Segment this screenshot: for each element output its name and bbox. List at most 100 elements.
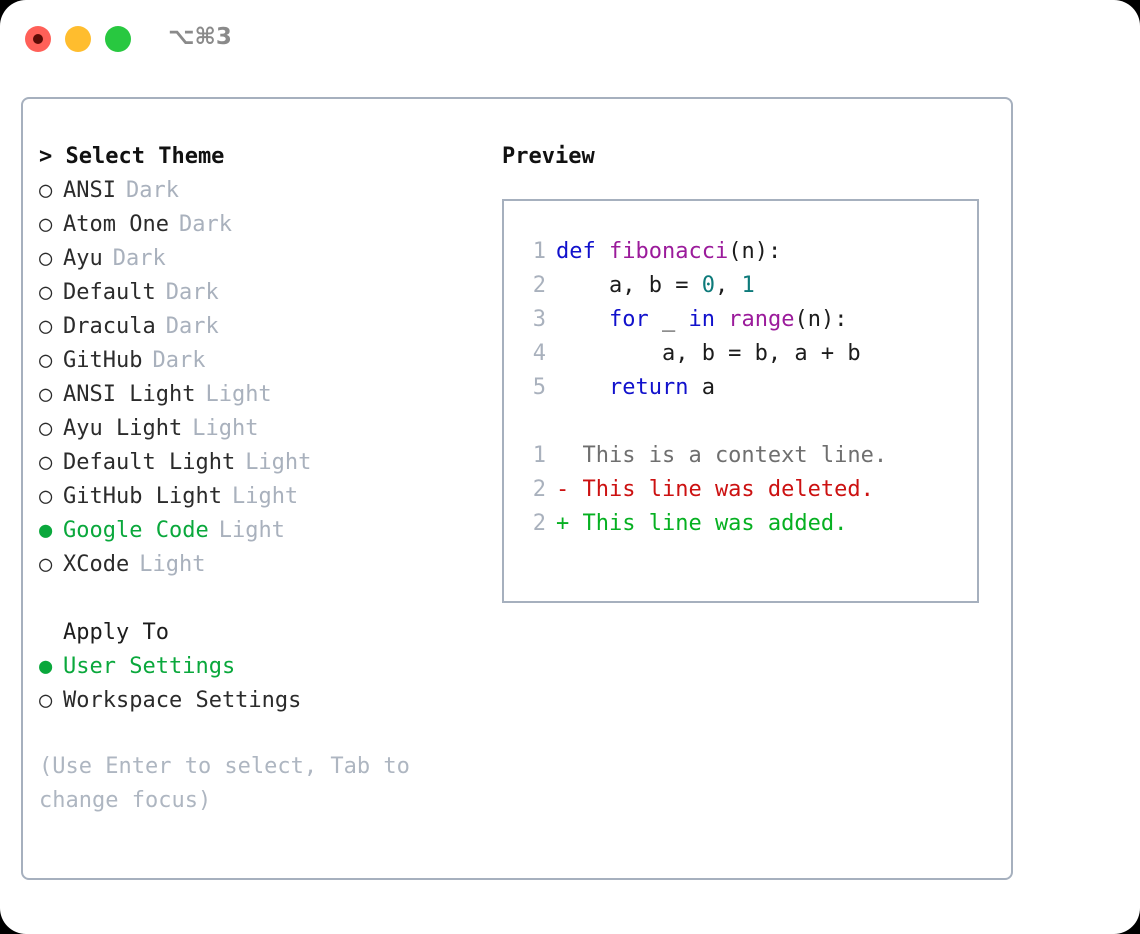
- theme-list-item[interactable]: ○ Ayu Light Light: [39, 412, 469, 446]
- theme-name: ANSI Light: [63, 382, 196, 407]
- code-line-text: a, b = 0, 1: [546, 273, 755, 298]
- theme-list-item[interactable]: ○ Ayu Dark: [39, 242, 469, 276]
- radio-unselected-icon: ○: [39, 246, 53, 271]
- code-token: _: [648, 307, 689, 332]
- radio-unselected-icon: ○: [39, 178, 53, 203]
- code-token: a: [688, 375, 715, 400]
- radio-unselected-icon: ○: [39, 552, 53, 577]
- theme-name: Ayu Light: [63, 416, 183, 441]
- radio-unselected-icon: ○: [39, 212, 53, 237]
- minimize-button[interactable]: [65, 26, 91, 52]
- radio-unselected-icon: ○: [39, 450, 53, 475]
- code-token: [715, 307, 728, 332]
- select-theme-header: > Select Theme: [39, 144, 225, 169]
- preview-spacer: [524, 405, 977, 439]
- theme-category-tag: Light: [205, 382, 272, 407]
- code-token: (n):: [794, 307, 848, 332]
- diff-line: 1 This is a context line.: [524, 439, 977, 473]
- theme-category-tag: Dark: [165, 314, 219, 339]
- code-token: 0: [701, 273, 715, 298]
- line-number: 2: [532, 273, 546, 298]
- theme-name: Ayu: [63, 246, 103, 271]
- apply-to-option[interactable]: ●User Settings: [39, 650, 469, 684]
- theme-name: Default Light: [63, 450, 236, 475]
- theme-name: GitHub Light: [63, 484, 222, 509]
- line-number: 4: [532, 341, 546, 366]
- recording-indicator-icon: [33, 34, 43, 44]
- radio-unselected-icon: ○: [39, 314, 53, 339]
- theme-list-item[interactable]: ○ Default Dark: [39, 276, 469, 310]
- code-line-text: return a: [546, 375, 715, 400]
- radio-unselected-icon: ○: [39, 484, 53, 509]
- code-line-text: def fibonacci(n):: [546, 239, 781, 264]
- diff-line: 2 - This line was deleted.: [524, 473, 977, 507]
- code-token: fibonacci: [608, 239, 729, 264]
- theme-category-tag: Light: [139, 552, 206, 577]
- line-number: 1: [532, 443, 546, 468]
- radio-unselected-icon: ○: [39, 688, 53, 713]
- line-number: 2: [532, 477, 546, 502]
- radio-unselected-icon: ○: [39, 280, 53, 305]
- code-token: for: [608, 307, 649, 332]
- diff-preview: 1 This is a context line. 2 - This line wa…: [524, 439, 977, 541]
- code-token: ,: [714, 273, 742, 298]
- theme-category-tag: Light: [245, 450, 312, 475]
- theme-category-tag: Dark: [125, 178, 179, 203]
- line-number: 1: [532, 239, 546, 264]
- code-token: [556, 307, 609, 332]
- theme-list-item[interactable]: ○ Default Light Light: [39, 446, 469, 480]
- theme-name: Google Code: [63, 518, 209, 543]
- apply-to-option[interactable]: ○ Workspace Settings: [39, 684, 469, 718]
- apply-to-option-label: Workspace Settings: [63, 688, 302, 713]
- code-line: 4 a, b = b, a + b: [524, 337, 977, 371]
- code-token: (n):: [728, 239, 782, 264]
- window-title: ⌥⌘3: [168, 24, 232, 50]
- radio-selected-icon: ●: [39, 518, 53, 543]
- theme-list-item[interactable]: ○ ANSI Light Light: [39, 378, 469, 412]
- maximize-button[interactable]: [105, 26, 131, 52]
- code-line-text: for _ in range(n):: [546, 307, 847, 332]
- diff-line-text: - This line was deleted.: [556, 477, 874, 502]
- theme-name: XCode: [63, 552, 130, 577]
- theme-category-tag: Light: [192, 416, 259, 441]
- keyboard-hint-text: (Use Enter to select, Tab to change focu…: [39, 754, 424, 813]
- code-token: def: [556, 239, 609, 264]
- theme-category-tag: Dark: [165, 280, 219, 305]
- code-token: return: [608, 375, 689, 400]
- code-token: a, b = b, a + b: [556, 341, 861, 366]
- radio-unselected-icon: ○: [39, 416, 53, 441]
- code-line: 5 return a: [524, 371, 977, 405]
- theme-category-tag: Dark: [112, 246, 166, 271]
- diff-line-text: + This line was added.: [556, 511, 848, 536]
- line-number: 3: [532, 307, 546, 332]
- diff-line-text: This is a context line.: [556, 443, 888, 468]
- code-line-text: a, b = b, a + b: [546, 341, 861, 366]
- theme-name: Default: [63, 280, 156, 305]
- theme-name: GitHub: [63, 348, 143, 373]
- preview-header: Preview: [502, 144, 595, 169]
- title-bar: ⌥⌘3: [0, 0, 1140, 78]
- apply-to-label: Apply To: [63, 620, 169, 645]
- code-line: 2 a, b = 0, 1: [524, 269, 977, 303]
- code-token: 1: [741, 273, 755, 298]
- diff-line: 2 + This line was added.: [524, 507, 977, 541]
- theme-list-item[interactable]: ○ XCode Light: [39, 548, 469, 582]
- theme-name: Atom One: [63, 212, 169, 237]
- line-number: 2: [532, 511, 546, 536]
- code-line: 3 for _ in range(n):: [524, 303, 977, 337]
- radio-unselected-icon: ○: [39, 382, 53, 407]
- radio-selected-icon: ●: [39, 654, 53, 679]
